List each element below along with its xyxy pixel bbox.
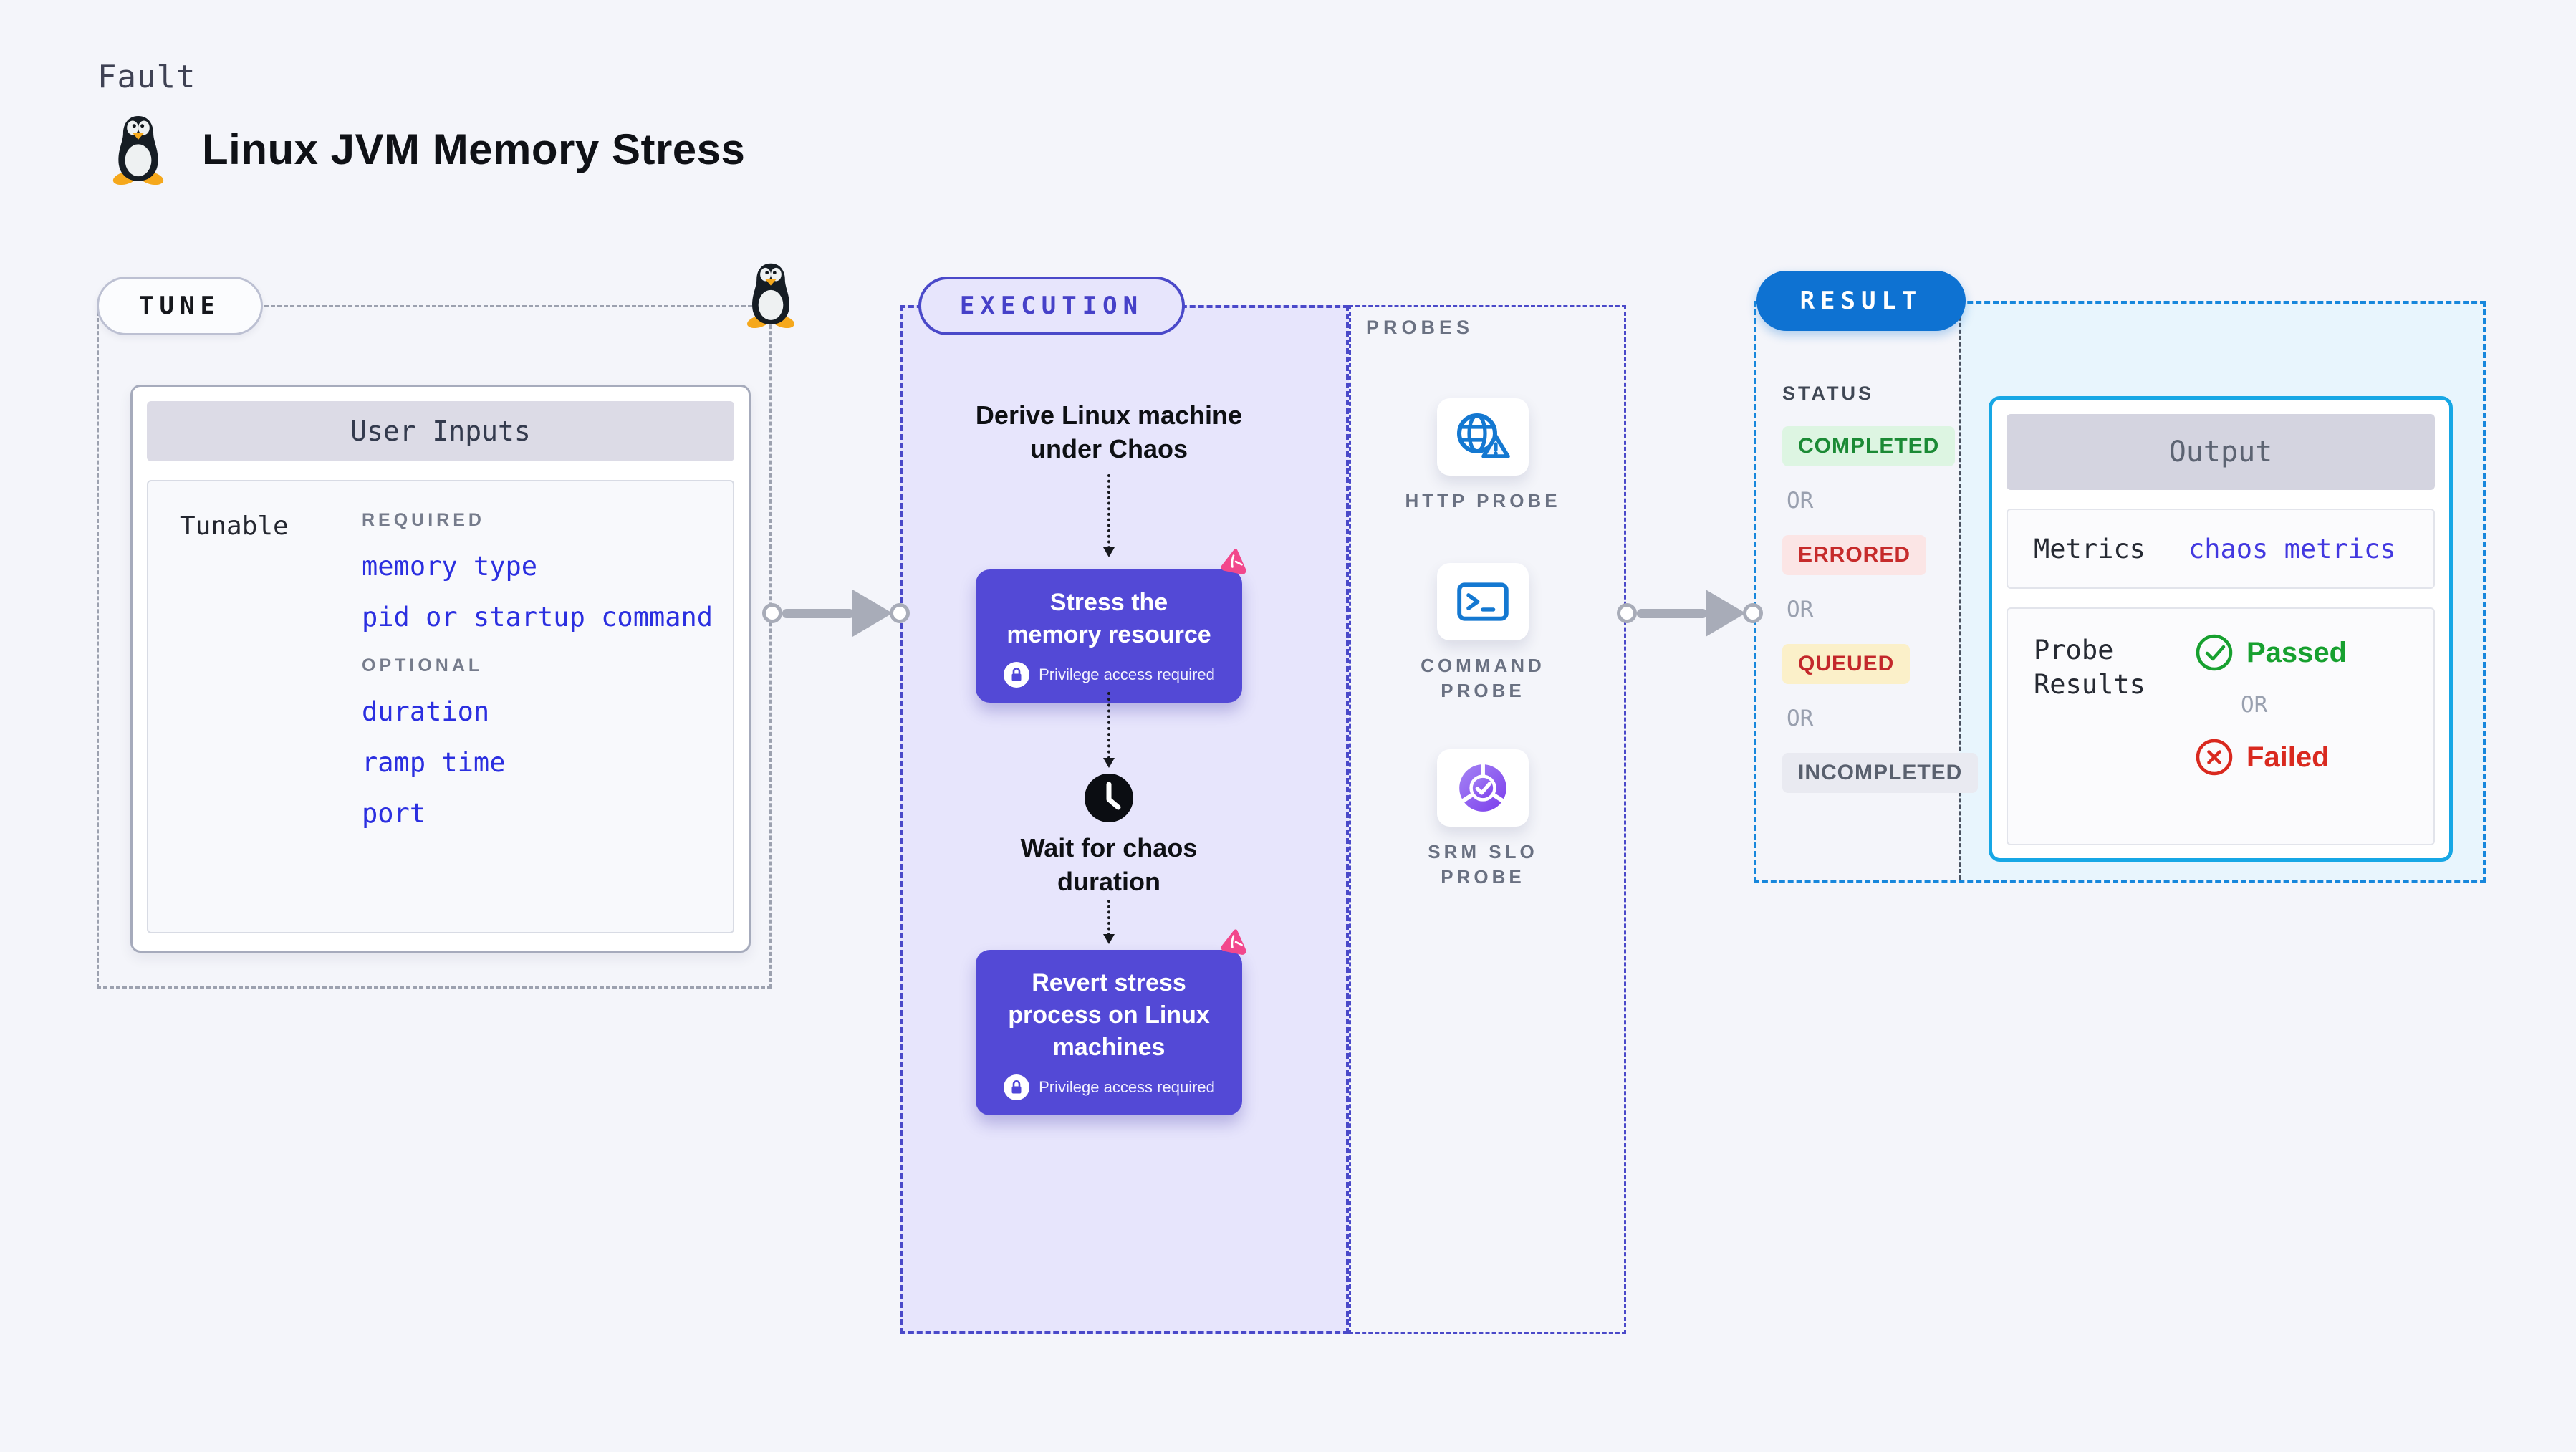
stress-step-title: Stress the memory resource <box>1006 589 1211 648</box>
output-card: Output Metrics chaos metrics Probe Resul… <box>1989 396 2453 862</box>
derive-step-text: Derive Linux machine under Chaos <box>975 400 1243 463</box>
user-inputs-body: Tunable REQUIRED memory type pid or star… <box>147 480 734 933</box>
terminal-icon <box>1457 582 1509 621</box>
probe-results-row: Probe Results Passed OR Failed <box>2007 607 2435 845</box>
tune-section-box <box>97 305 772 989</box>
arrow-end-dot <box>890 603 910 623</box>
optional-group-label: OPTIONAL <box>362 655 484 675</box>
or-separator: OR <box>1787 706 1814 731</box>
arrow-head <box>852 590 893 637</box>
revert-stress-step[interactable]: Revert stress process on Linux machines … <box>976 929 1246 1115</box>
input-ramp-time[interactable]: ramp time <box>362 747 506 778</box>
execution-badge: EXECUTION <box>918 277 1185 335</box>
or-separator: OR <box>1787 488 1814 514</box>
slo-donut-check-icon <box>1459 763 1506 812</box>
chaos-experiment-icon <box>1221 929 1246 955</box>
privilege-note: Privilege access required <box>1039 1078 1215 1096</box>
x-circle-icon <box>2196 739 2233 776</box>
wait-step-text: Wait for chaos duration <box>1020 833 1198 896</box>
probes-section-box <box>1349 305 1626 1334</box>
probe-results-values: Passed OR Failed <box>2195 633 2347 777</box>
page-title: Linux JVM Memory Stress <box>202 125 746 173</box>
result-badge: RESULT <box>1756 271 1966 331</box>
probe-results-label: Probe Results <box>2034 635 2145 700</box>
http-probe-card[interactable] <box>1437 398 1529 476</box>
status-badge-incompleted: INCOMPLETED <box>1782 753 1979 793</box>
connector-derive-to-stress <box>1103 474 1115 557</box>
command-probe-card[interactable] <box>1437 563 1529 640</box>
tux-penguin-icon <box>112 115 164 185</box>
tux-penguin-corner-icon <box>746 263 795 328</box>
or-separator: OR <box>2241 692 2268 718</box>
revert-step-title: Revert stress process on Linux machines <box>1008 969 1210 1061</box>
failed-line: Failed <box>2195 738 2347 777</box>
execution-section-box <box>900 305 1349 1334</box>
srm-slo-probe-card[interactable] <box>1437 749 1529 827</box>
connector-wait-to-revert <box>1103 900 1115 944</box>
arrow-end-dot <box>1743 603 1763 623</box>
chaos-experiment-icon <box>1221 549 1246 574</box>
arrow-shaft <box>1637 609 1707 618</box>
output-title: Output <box>2007 414 2435 490</box>
fault-kicker: Fault <box>97 59 196 95</box>
chaos-metrics-link[interactable]: chaos metrics <box>2188 533 2396 564</box>
probes-section-label: PROBES <box>1366 317 1474 338</box>
input-duration[interactable]: duration <box>362 696 490 727</box>
arrow-head <box>1706 590 1746 637</box>
status-label: STATUS <box>1782 383 1874 404</box>
passed-label: Passed <box>2246 636 2347 668</box>
tune-badge: TUNE <box>97 277 263 335</box>
failed-label: Failed <box>2246 741 2330 773</box>
input-pid-or-startup-command[interactable]: pid or startup command <box>362 602 713 633</box>
connector-stress-to-wait <box>1103 692 1115 768</box>
passed-line: Passed <box>2195 633 2347 672</box>
srm-slo-probe-label: SRM SLO PROBE <box>1428 841 1538 888</box>
globe-alert-icon <box>1457 413 1510 458</box>
arrow-start-dot <box>1617 603 1637 623</box>
privilege-row: Privilege access required <box>990 1074 1228 1101</box>
status-column: STATUS COMPLETED OR ERRORED OR QUEUED OR… <box>1782 383 1979 793</box>
http-probe-label: HTTP PROBE <box>1405 490 1561 511</box>
command-probe-label: COMMAND PROBE <box>1421 655 1545 701</box>
user-inputs-card: User Inputs Tunable REQUIRED memory type… <box>130 385 751 953</box>
status-badge-errored: ERRORED <box>1782 535 1927 575</box>
check-circle-icon <box>2196 634 2233 671</box>
status-badge-completed: COMPLETED <box>1782 426 1956 466</box>
metrics-label: Metrics <box>2034 533 2145 564</box>
tunable-row-label: Tunable <box>180 511 289 541</box>
input-memory-type[interactable]: memory type <box>362 551 538 582</box>
arrow-start-dot <box>762 603 782 623</box>
wait-clock-icon <box>1085 774 1133 822</box>
or-separator: OR <box>1787 597 1814 622</box>
lock-icon <box>1004 1074 1030 1100</box>
input-port[interactable]: port <box>362 798 426 829</box>
metrics-row: Metrics chaos metrics <box>2007 509 2435 589</box>
tunable-input-list: REQUIRED memory type pid or startup comm… <box>362 510 713 829</box>
lock-icon <box>1004 662 1030 688</box>
status-badge-queued: QUEUED <box>1782 644 1911 684</box>
required-group-label: REQUIRED <box>362 510 485 530</box>
privilege-row: Privilege access required <box>990 661 1228 688</box>
privilege-note: Privilege access required <box>1039 665 1215 683</box>
stress-memory-step[interactable]: Stress the memory resource Privilege acc… <box>976 549 1246 703</box>
page-header: Linux JVM Memory Stress <box>109 113 745 185</box>
arrow-shaft <box>782 609 854 618</box>
user-inputs-title: User Inputs <box>147 401 734 461</box>
